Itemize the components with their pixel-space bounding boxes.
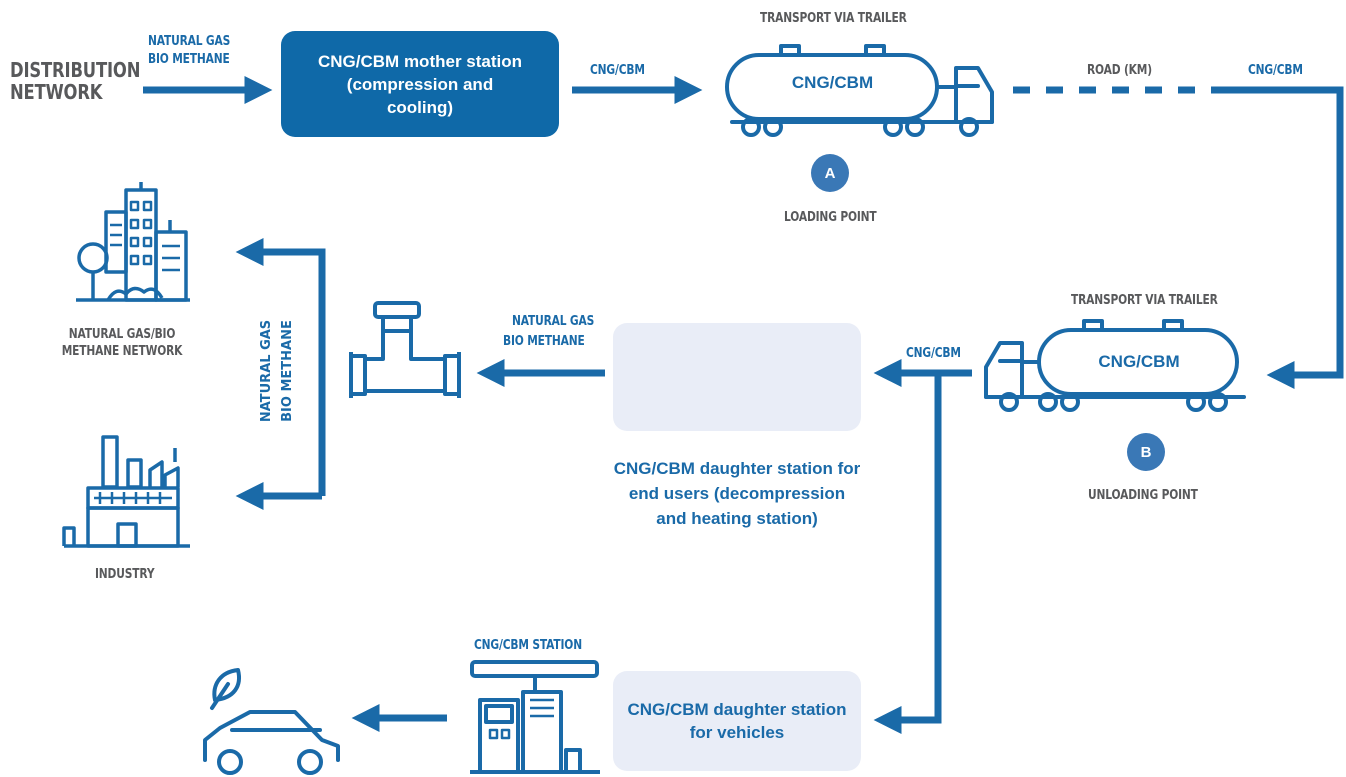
road-label: ROAD (KM) bbox=[1087, 63, 1152, 78]
arrow-to-network bbox=[235, 238, 326, 496]
mid-gas-label-1: NATURAL GAS bbox=[512, 314, 595, 329]
daughter-end-users-box bbox=[613, 323, 861, 431]
daughter-end-users-text: CNG/CBM daughter station for end users (… bbox=[613, 459, 861, 528]
unloading-point-label: UNLOADING POINT bbox=[1088, 488, 1198, 503]
tank-bottom-label: CNG/CBM bbox=[1098, 352, 1180, 371]
badge-b: B bbox=[1127, 433, 1165, 471]
arrow-branch-to-vehicle-station bbox=[873, 373, 942, 734]
industry-label: INDUSTRY bbox=[95, 567, 155, 582]
tanker-truck-icon bbox=[725, 44, 994, 137]
vertical-gas-label-1: NATURAL GAS bbox=[259, 319, 274, 423]
pipe-valve-icon bbox=[349, 301, 461, 398]
input-gas-label-2: BIO METHANE bbox=[148, 52, 230, 67]
distribution-network-label: DISTRIBUTION NETWORK bbox=[10, 58, 141, 104]
vertical-gas-label-2: BIO METHANE bbox=[280, 320, 295, 422]
mother-station-box: CNG/CBM mother station (compression and … bbox=[281, 31, 559, 137]
eco-car-icon bbox=[203, 668, 340, 775]
daughter-vehicles-box: CNG/CBM daughter station for vehicles bbox=[613, 671, 861, 771]
arrow-road-to-unloading bbox=[1218, 86, 1344, 389]
tanker-truck-icon bbox=[984, 319, 1246, 412]
tank-top-label: CNG/CBM bbox=[791, 73, 874, 92]
mother-station-text: CNG/CBM mother station (compression and … bbox=[318, 51, 522, 117]
badge-a: A bbox=[811, 154, 849, 192]
loading-point-label: LOADING POINT bbox=[784, 210, 877, 225]
mid-gas-label-2: BIO METHANE bbox=[503, 334, 585, 349]
network-label: NATURAL GAS/BIO METHANE NETWORK bbox=[61, 327, 183, 359]
city-buildings-icon bbox=[76, 182, 190, 302]
cng-cbm-out-label: CNG/CBM bbox=[590, 63, 645, 78]
input-gas-label-1: NATURAL GAS bbox=[148, 34, 231, 49]
transport-bottom-label: TRANSPORT VIA TRAILER bbox=[1071, 293, 1218, 308]
factory-icon bbox=[62, 435, 190, 548]
daughter-vehicles-text: CNG/CBM daughter station for vehicles bbox=[627, 700, 847, 742]
cng-cbm-right-label: CNG/CBM bbox=[1248, 63, 1303, 78]
cng-station-label: CNG/CBM STATION bbox=[474, 638, 582, 653]
transport-top-label: TRANSPORT VIA TRAILER bbox=[760, 11, 907, 26]
cng-cbm-mid-label: CNG/CBM bbox=[906, 346, 961, 361]
fuel-station-icon bbox=[470, 660, 600, 774]
